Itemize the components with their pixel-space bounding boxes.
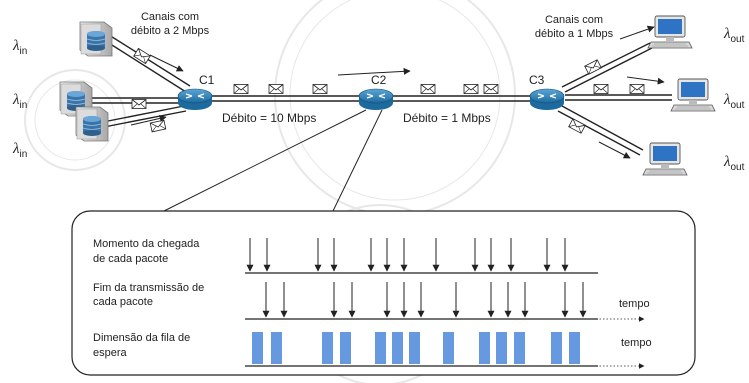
envelope-icon xyxy=(131,99,147,109)
lambda-symbol: λ xyxy=(723,154,731,170)
router-label-c3: C3 xyxy=(529,73,545,87)
svg-text:λout: λout xyxy=(723,26,745,45)
envelope-icon xyxy=(483,84,499,94)
envelope-icon xyxy=(149,119,167,133)
svg-text:λin: λin xyxy=(12,141,27,160)
links-right-label-2: débito a 1 Mbps xyxy=(535,28,614,40)
row2-label-1: Fim da transmissão de xyxy=(93,282,204,294)
envelope-icon xyxy=(420,84,436,94)
lambda-symbol: λ xyxy=(723,26,731,42)
lambda-in-labels: λin λin λin xyxy=(12,38,27,160)
row2-label-2: cada pacote xyxy=(93,296,153,308)
lambda-out-sub: out xyxy=(731,34,745,45)
router-icon-c3 xyxy=(529,88,565,111)
queue-bar xyxy=(551,332,562,364)
computer-icon xyxy=(642,142,688,176)
envelope-icon xyxy=(568,118,586,134)
server-icon xyxy=(75,106,109,142)
row3-label-2: espera xyxy=(93,347,128,359)
lambda-symbol: λ xyxy=(12,141,20,157)
lambda-symbol: λ xyxy=(12,92,20,108)
queue-bar xyxy=(271,332,282,364)
router-icon-c1 xyxy=(177,88,213,111)
time-label-departure: tempo xyxy=(619,298,650,310)
links-right-label-1: Canais com xyxy=(545,14,603,26)
lambda-out-labels: λout λout λout xyxy=(723,26,745,173)
arrow-icon xyxy=(337,67,411,76)
server-icon xyxy=(79,21,113,57)
envelope-icon xyxy=(629,84,645,94)
timeline-panel xyxy=(71,210,696,376)
router-label-c1: C1 xyxy=(199,73,215,87)
backbone-links xyxy=(210,95,530,102)
arrow-icon xyxy=(130,114,167,126)
envelope-icon xyxy=(593,84,609,94)
envelope-icon xyxy=(268,84,284,94)
time-label-queue: tempo xyxy=(621,337,652,349)
row1-label-2: de cada pacote xyxy=(93,253,168,265)
lambda-out-sub: out xyxy=(731,162,745,173)
envelope-icon xyxy=(463,84,479,94)
flow-arrows xyxy=(130,25,665,159)
svg-text:λout: λout xyxy=(723,154,745,173)
queue-bar xyxy=(322,332,333,364)
output-links xyxy=(557,42,672,156)
computer-icon xyxy=(670,78,716,112)
lambda-out-sub: out xyxy=(731,100,745,111)
links-left-label-1: Canais com xyxy=(141,11,199,23)
zoom-callout xyxy=(163,109,383,212)
envelope-icon xyxy=(584,59,602,75)
links-left-label-2: débito a 2 Mbps xyxy=(131,25,210,37)
arrow-icon xyxy=(626,76,665,85)
arrow-icon xyxy=(619,25,655,40)
computer-icon xyxy=(647,15,693,49)
arrow-icon xyxy=(149,54,184,72)
rate-c2-c3: Débito = 1 Mbps xyxy=(403,111,491,125)
queue-bar xyxy=(479,332,490,364)
arrow-icon xyxy=(598,141,631,159)
rate-c1-c2: Débito = 10 Mbps xyxy=(222,111,316,125)
router-label-c2: C2 xyxy=(371,73,387,87)
row3-label-1: Dimensão da fila de xyxy=(93,332,190,344)
lambda-symbol: λ xyxy=(12,38,20,54)
router-icon-c2 xyxy=(358,88,394,111)
envelope-icon xyxy=(233,84,249,94)
queue-bars xyxy=(252,332,580,364)
row1-label-1: Momento da chegada xyxy=(93,238,200,250)
lambda-symbol: λ xyxy=(723,92,731,108)
queue-bar xyxy=(409,332,420,364)
queue-bar xyxy=(496,332,507,364)
queue-bar xyxy=(392,332,403,364)
svg-text:λout: λout xyxy=(723,92,745,111)
envelope-icon xyxy=(312,84,328,94)
queue-bar xyxy=(340,332,351,364)
lambda-in-sub: in xyxy=(20,100,28,111)
arrival-arrows xyxy=(246,238,569,272)
queue-bar xyxy=(569,332,580,364)
departure-arrows xyxy=(262,282,587,318)
lambda-in-sub: in xyxy=(20,149,28,160)
svg-text:λin: λin xyxy=(12,38,27,57)
envelope-icon xyxy=(133,48,151,64)
queue-bar xyxy=(443,332,454,364)
queue-bar xyxy=(514,332,525,364)
queue-bar xyxy=(375,332,386,364)
lambda-in-sub: in xyxy=(20,46,28,57)
svg-text:λin: λin xyxy=(12,92,27,111)
input-links xyxy=(88,34,191,128)
queue-bar xyxy=(252,332,263,364)
